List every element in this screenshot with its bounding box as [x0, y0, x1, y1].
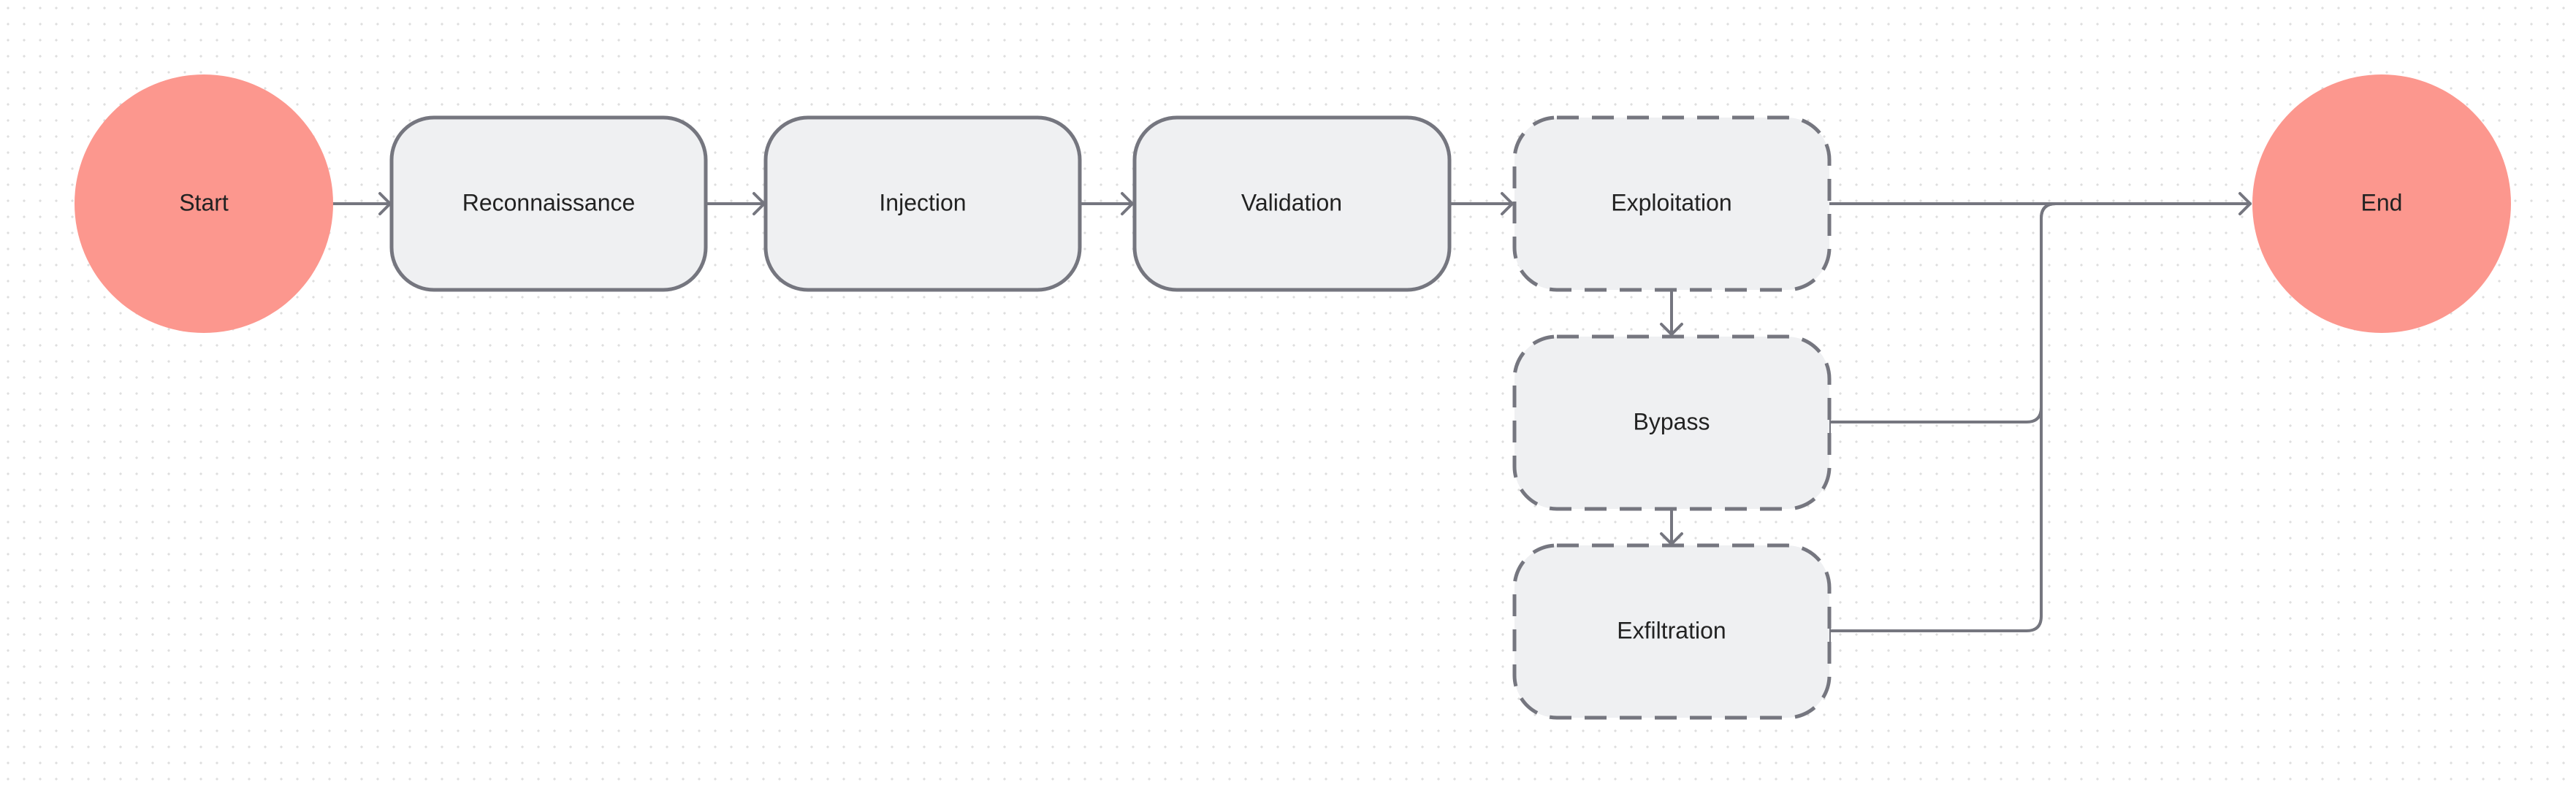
edge-start-reconnaissance[interactable]: [332, 192, 392, 215]
exploitation-label: Exploitation: [1611, 189, 1731, 215]
edge-bypass-exfiltration[interactable]: [1660, 507, 1683, 545]
start-circle: [75, 74, 333, 333]
node-validation[interactable]: Validation: [1132, 115, 1452, 292]
validation-box: [1132, 115, 1452, 292]
bypass-label: Bypass: [1634, 408, 1710, 434]
exfiltration-box: [1512, 543, 1832, 720]
node-reconnaissance[interactable]: Reconnaissance: [389, 115, 708, 292]
end-label: End: [2361, 189, 2403, 215]
node-exploitation[interactable]: Exploitation: [1512, 115, 1832, 292]
exploitation-box: [1512, 115, 1832, 292]
edge-validation-exploitation[interactable]: [1448, 192, 1514, 215]
injection-box: [763, 115, 1082, 292]
node-end[interactable]: End: [2252, 74, 2511, 333]
validation-label: Validation: [1241, 189, 1342, 215]
node-start[interactable]: Start: [75, 74, 333, 333]
exfiltration-label: Exfiltration: [1617, 617, 1726, 643]
nodes: Start Reconnaissance Injection Validatio…: [75, 74, 2511, 720]
node-exfiltration[interactable]: Exfiltration: [1512, 543, 1832, 720]
node-injection[interactable]: Injection: [763, 115, 1082, 292]
edge-injection-validation[interactable]: [1078, 192, 1134, 215]
reconnaissance-box: [389, 115, 708, 292]
edge-reconnaissance-injection[interactable]: [704, 192, 766, 215]
node-bypass[interactable]: Bypass: [1512, 334, 1832, 511]
reconnaissance-label: Reconnaissance: [462, 189, 636, 215]
end-circle: [2252, 74, 2511, 333]
bypass-box: [1512, 334, 1832, 511]
edge-exploitation-bypass[interactable]: [1660, 289, 1683, 336]
injection-label: Injection: [879, 189, 966, 215]
start-label: Start: [179, 189, 229, 215]
